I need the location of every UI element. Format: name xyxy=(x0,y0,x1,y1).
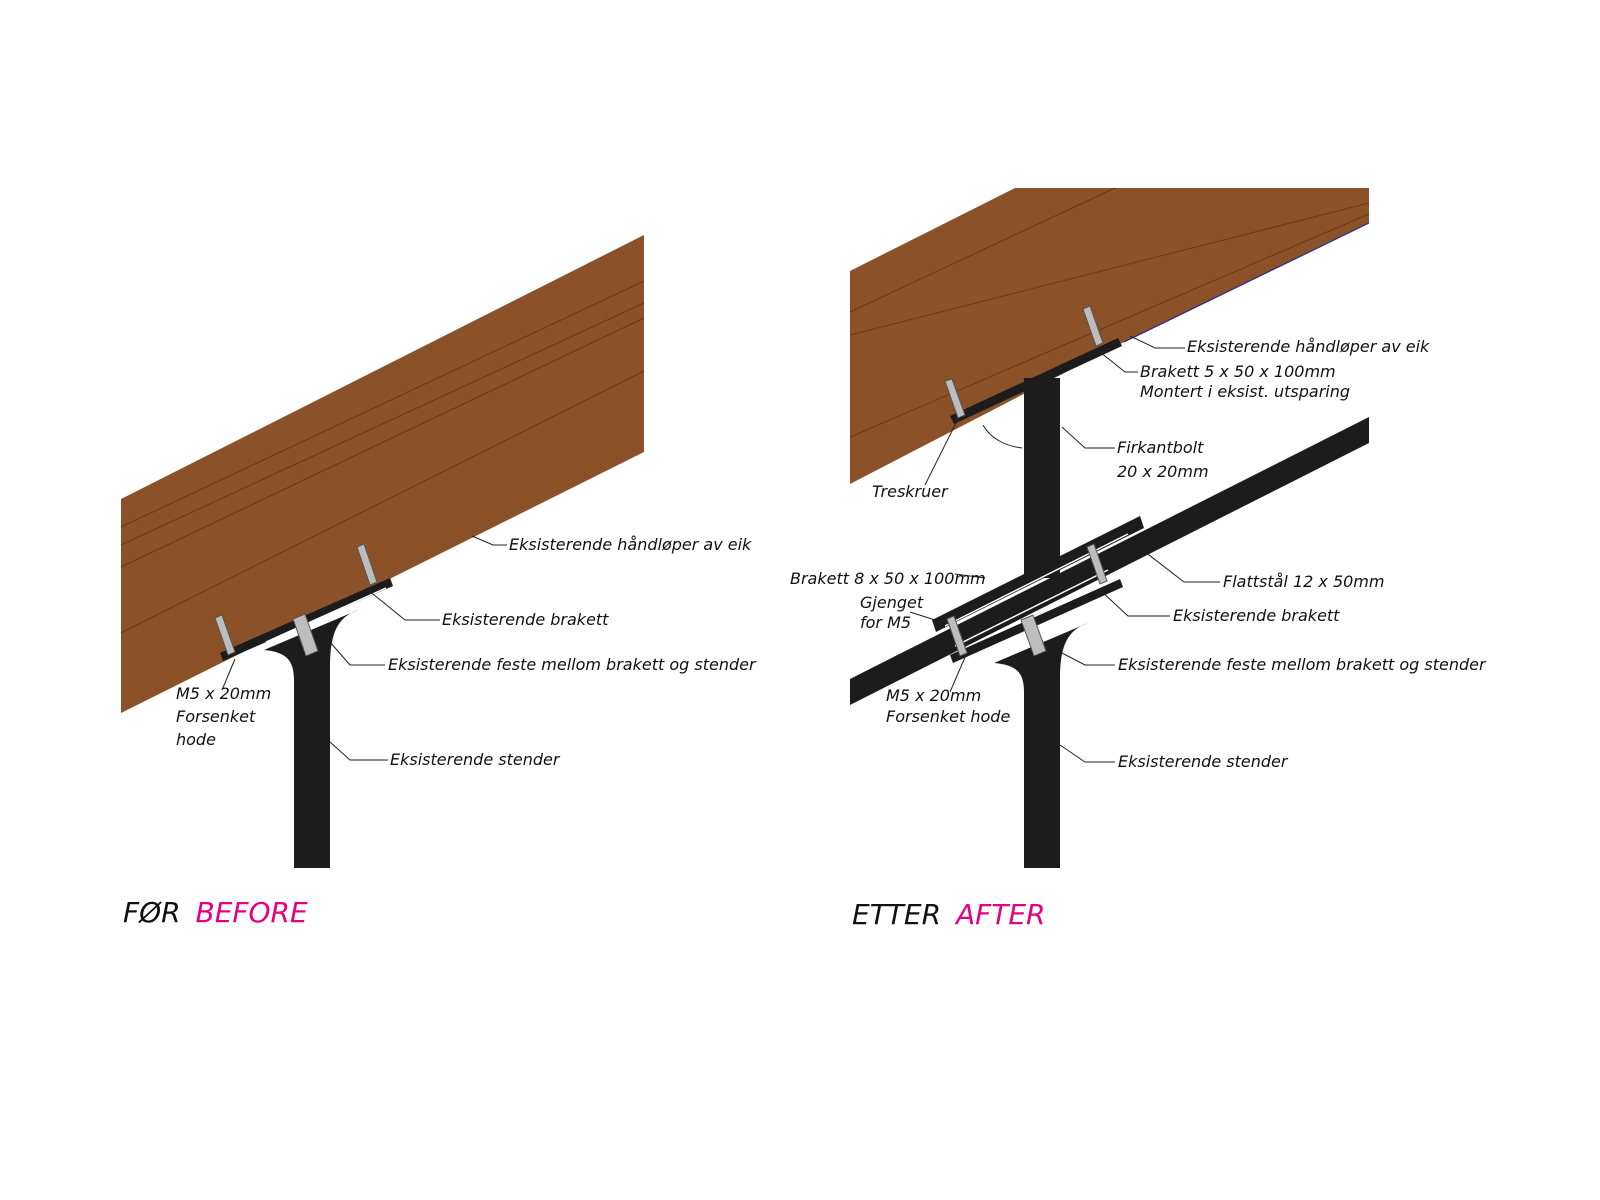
before-handrail-label: Eksisterende håndløper av eik xyxy=(509,535,752,554)
before-screw-right xyxy=(356,543,378,586)
after-m5-screw-right xyxy=(1086,543,1108,585)
after-existing-bracket xyxy=(950,579,1123,663)
before-screw-left xyxy=(214,614,236,656)
before-post-label: Eksisterende stender xyxy=(390,750,561,769)
after-wood-screw-right xyxy=(1082,305,1104,347)
after-bracket-label: Eksisterende brakett xyxy=(1173,606,1340,625)
after-square-bolt-label-2: 20 x 20mm xyxy=(1117,462,1209,481)
after-caption: ETTER AFTER xyxy=(852,898,1045,931)
after-threaded-label-1: Gjenget xyxy=(860,593,924,612)
after-bracket5-label-1: Brakett 5 x 50 x 100mm xyxy=(1140,362,1336,381)
before-bracket-highlight xyxy=(265,587,387,643)
after-wood-screw-left xyxy=(944,378,966,419)
after-square-bolt xyxy=(1024,378,1060,578)
after-post xyxy=(1024,660,1060,868)
after-flatsteel-highlight xyxy=(954,569,1109,647)
before-caption-no: FØR xyxy=(123,896,181,929)
after-threaded-label-2: for M5 xyxy=(860,613,911,632)
before-fastening-label: Eksisterende feste mellom brakett og ste… xyxy=(388,655,757,674)
after-fastening-label: Eksisterende feste mellom brakett og ste… xyxy=(1118,655,1487,674)
after-bracket-8-highlight xyxy=(944,533,1129,627)
after-handrail-label: Eksisterende håndløper av eik xyxy=(1187,337,1430,356)
before-caption: FØR BEFORE xyxy=(123,896,308,929)
after-bracket8-label: Brakett 8 x 50 x 100mm xyxy=(790,569,986,588)
before-post-bolt xyxy=(292,613,319,657)
after-post-label: Eksisterende stender xyxy=(1118,752,1289,771)
after-post-fastening xyxy=(994,623,1088,692)
before-handrail-grain xyxy=(120,280,645,634)
after-angle-arc xyxy=(982,424,1023,449)
after-post-bolt xyxy=(1020,614,1047,657)
before-bracket-label: Eksisterende brakett xyxy=(442,610,609,629)
before-screw-label-3: hode xyxy=(176,730,216,749)
after-oak-handrail xyxy=(850,188,1369,484)
after-diagram: Eksisterende håndløper av eik Brakett 5 … xyxy=(790,187,1487,931)
before-screw-label-2: Forsenket xyxy=(176,707,256,726)
before-leaders xyxy=(221,535,507,761)
before-diagram: Eksisterende håndløper av eik Eksisteren… xyxy=(120,235,757,929)
after-wood-screws-label: Treskruer xyxy=(872,482,949,501)
before-caption-en: BEFORE xyxy=(196,896,309,929)
after-flat-steel-label: Flattstål 12 x 50mm xyxy=(1223,572,1384,591)
after-square-bolt-label-1: Firkantbolt xyxy=(1117,438,1204,457)
after-m5-screw-left xyxy=(946,615,968,657)
after-handrail-edge xyxy=(1123,222,1370,343)
after-screw-label-1: M5 x 20mm xyxy=(886,686,981,705)
after-caption-en: AFTER xyxy=(954,898,1046,931)
after-caption-no: ETTER xyxy=(852,898,941,931)
before-oak-handrail xyxy=(121,235,644,713)
before-screw-label-1: M5 x 20mm xyxy=(176,684,271,703)
after-bracket-5 xyxy=(950,338,1122,424)
after-handrail-grain xyxy=(849,187,1370,438)
after-screw-label-2: Forsenket hode xyxy=(886,707,1010,726)
after-leaders xyxy=(909,335,1220,763)
after-bracket5-label-2: Montert i eksist. utsparing xyxy=(1140,382,1350,401)
